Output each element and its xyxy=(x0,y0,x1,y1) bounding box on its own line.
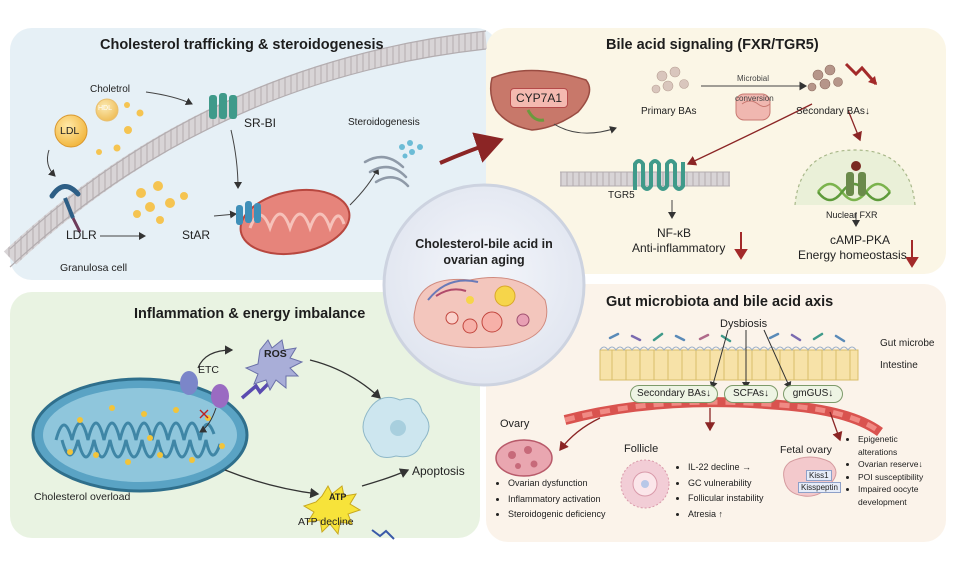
follicle-label: Follicle xyxy=(624,443,659,455)
ros-label: ROS xyxy=(264,348,287,360)
ovary-item: Inflammatory activation xyxy=(508,492,606,508)
follicle-item: Follicular instability xyxy=(688,491,764,507)
atp-label: ATP xyxy=(329,492,347,502)
tgr5-receptor xyxy=(633,159,685,191)
pill-secondary-bas: Secondary BAs↓ xyxy=(630,385,718,403)
er-golgi xyxy=(363,155,410,188)
camp-pka-label: cAMP-PKA xyxy=(830,233,891,247)
kiss1-label: Kiss1 xyxy=(806,470,832,481)
panel-tl-title: Cholesterol trafficking & steroidogenesi… xyxy=(100,37,384,53)
cholesterol-dots xyxy=(96,102,188,224)
ovary-list: Ovarian dysfunction Inflammatory activat… xyxy=(496,476,606,523)
intestine-icon xyxy=(735,93,771,121)
intestine-label: Intestine xyxy=(880,360,918,371)
center-title-line1: Cholesterol-bile acid in xyxy=(415,237,553,251)
fetal-item: Ovarian reserve↓ xyxy=(858,458,923,471)
energy-homeostasis-label: Energy homeostasis xyxy=(798,248,907,262)
apoptosis-label: Apoptosis xyxy=(412,464,465,478)
dysbiosis-label: Dysbiosis xyxy=(720,318,768,330)
mitochondrion-large xyxy=(31,377,249,493)
secondary-ba-dots xyxy=(807,64,843,92)
follicle-item: IL-22 decline → xyxy=(688,460,764,476)
pill-scfas: SCFAs↓ xyxy=(724,385,778,403)
nuclear-fxr-label: Nuclear FXR xyxy=(826,210,878,220)
decline-arrow xyxy=(844,62,878,85)
microbial-label: Microbial xyxy=(737,74,770,83)
hdl-particle xyxy=(95,98,119,122)
secondary-bas-label: Secondary BAs↓ xyxy=(796,106,870,117)
anti-inflammatory-label: Anti-inflammatory xyxy=(632,241,726,255)
fetal-ovary-label: Fetal ovary xyxy=(780,444,832,456)
ovary-item: Steroidogenic deficiency xyxy=(508,507,606,523)
cyp7a1-box: CYP7A1 xyxy=(510,88,568,108)
conversion-label: conversion xyxy=(735,94,774,103)
choletrol-label: Choletrol xyxy=(90,84,131,95)
center-ovary-circle xyxy=(382,183,586,387)
srbi-receptor xyxy=(209,93,237,119)
granulosa-label: Granulosa cell xyxy=(60,262,128,274)
nfkb-label: NF-κB xyxy=(657,226,691,240)
cholesterol-overload-label: Cholesterol overload xyxy=(34,491,131,503)
apoptotic-cell xyxy=(362,396,430,458)
ovary-label: Ovary xyxy=(500,418,530,430)
follicle-list: IL-22 decline → GC vulnerability Follicu… xyxy=(676,460,764,522)
etc-label: ETC xyxy=(198,364,219,376)
blood-vessel xyxy=(563,397,883,437)
hdl-label: HDL xyxy=(98,105,113,112)
fetal-item: POI susceptibility xyxy=(858,471,923,484)
panel-bl-title: Inflammation & energy imbalance xyxy=(134,306,366,322)
panel-tr-title: Bile acid signaling (FXR/TGR5) xyxy=(606,37,819,53)
center-title-line2: ovarian aging xyxy=(443,253,525,267)
steroid-dots xyxy=(399,140,423,159)
primary-ba-dots xyxy=(651,66,689,94)
ros-burst xyxy=(244,339,304,392)
ovary-icon xyxy=(495,439,553,477)
gut-epithelium xyxy=(599,346,859,381)
etc-complex xyxy=(180,371,229,408)
atp-decline-label: ATP decline xyxy=(298,516,354,528)
srbi-label: SR-BI xyxy=(244,116,277,130)
gut-microbes xyxy=(608,332,846,343)
primary-bas-label: Primary BAs xyxy=(641,106,697,117)
star-label: StAR xyxy=(182,228,211,242)
ovary-item: Ovarian dysfunction xyxy=(508,476,606,492)
nuclear-fxr xyxy=(794,149,916,206)
ldl-particle xyxy=(54,114,88,148)
ldlr-receptor xyxy=(49,184,82,233)
kisspeptin-label: Kisspeptin xyxy=(798,482,841,493)
gut-microbe-label: Gut microbe xyxy=(880,338,935,349)
pill-gmgus: gmGUS↓ xyxy=(783,385,843,403)
follicle-item: GC vulnerability xyxy=(688,476,764,492)
follicle-icon xyxy=(620,459,670,509)
ldlr-label: LDLR xyxy=(66,228,97,242)
decrease-arrows xyxy=(734,232,919,268)
mitochondrion-top xyxy=(239,189,351,255)
follicle-item: Atresia ↑ xyxy=(688,507,764,523)
tgr5-label: TGR5 xyxy=(608,190,635,201)
panel-br-title: Gut microbiota and bile acid axis xyxy=(606,294,834,310)
ldl-label: LDL xyxy=(60,125,80,137)
steroidogenesis-label: Steroidogenesis xyxy=(348,117,420,128)
star-transporter xyxy=(236,201,261,225)
atp-burst xyxy=(302,484,362,536)
